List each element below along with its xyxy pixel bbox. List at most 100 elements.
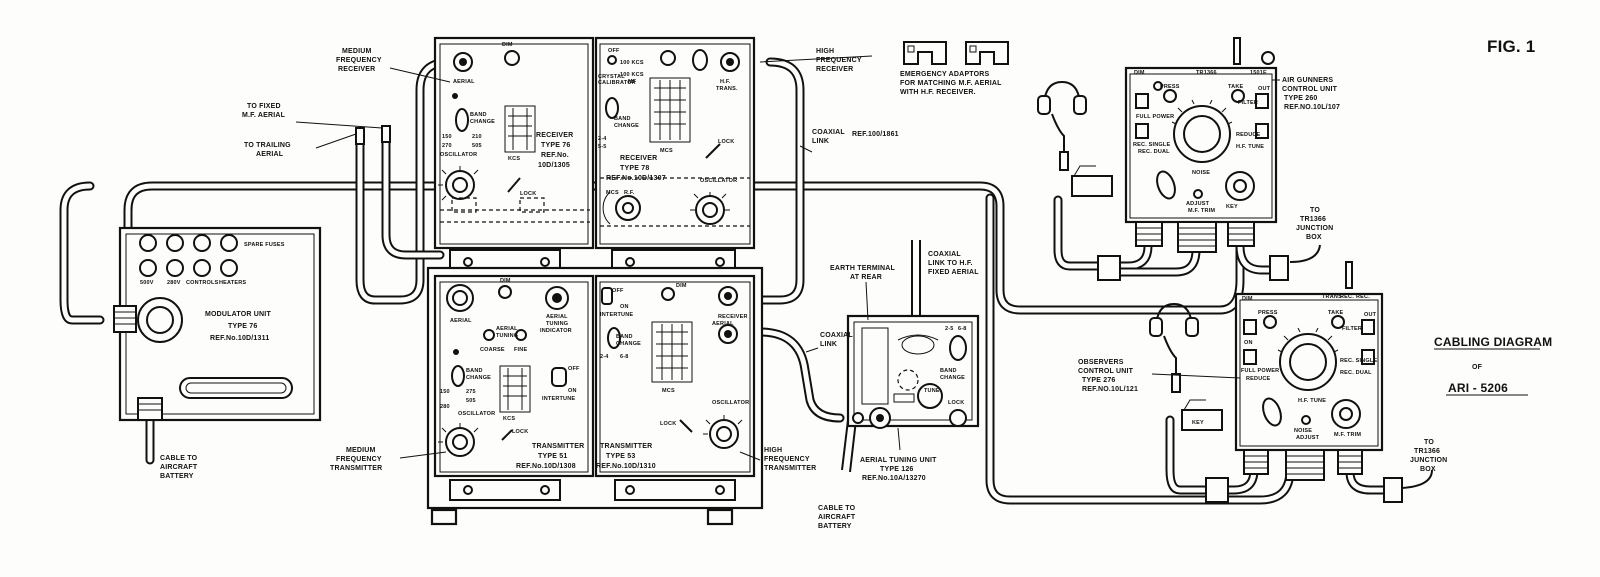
svg-text:TR1366: TR1366 (1196, 70, 1217, 76)
callout-air-gunners: AIR GUNNERS (1282, 77, 1333, 84)
dim-knob-rx78[interactable] (660, 50, 676, 66)
dim-knob[interactable] (504, 50, 520, 66)
callout-coaxial-link-hf: COAXIAL (928, 251, 961, 258)
intertune-switch-tx51[interactable] (551, 367, 567, 387)
svg-text:TYPE 76: TYPE 76 (228, 323, 257, 330)
lock-lever-tx51[interactable] (501, 429, 513, 441)
lock-lever-rx78[interactable] (705, 143, 721, 159)
svg-text:FULL POWER: FULL POWER (1241, 368, 1279, 374)
svg-text:OSCILLATOR: OSCILLATOR (458, 411, 495, 417)
svg-text:5-5: 5-5 (598, 144, 607, 150)
coarse-tuning-knob[interactable] (483, 329, 495, 341)
fuse-holders (139, 234, 238, 277)
svg-text:LOCK: LOCK (520, 191, 536, 197)
svg-text:505: 505 (466, 398, 476, 404)
svg-text:6-8: 6-8 (958, 326, 967, 332)
svg-text:2-5: 2-5 (945, 326, 954, 332)
svg-text:CHANGE: CHANGE (616, 341, 641, 347)
morse-key-top[interactable] (1071, 175, 1113, 197)
rec-single-switch-obs[interactable] (1361, 349, 1375, 365)
svg-text:BAND: BAND (466, 368, 483, 374)
filter-switch[interactable] (1255, 93, 1269, 109)
press-to-call-button-obs[interactable] (1263, 315, 1277, 329)
dim-knob-tx51[interactable] (498, 285, 512, 299)
svg-text:COARSE: COARSE (480, 347, 505, 353)
svg-text:ON: ON (1244, 340, 1253, 346)
svg-text:TYPE 126: TYPE 126 (880, 466, 914, 473)
tune-knob-atu[interactable] (917, 383, 943, 409)
band-change-switch-rx78[interactable] (605, 97, 619, 119)
svg-text:REF.No.: REF.No. (541, 152, 569, 159)
svg-text:LOCK: LOCK (512, 429, 528, 435)
svg-text:2-4: 2-4 (600, 354, 609, 360)
on-switch[interactable] (1135, 93, 1149, 109)
svg-text:H.F.: H.F. (720, 79, 731, 85)
svg-text:100 KCS: 100 KCS (620, 60, 644, 66)
svg-text:OF: OF (1472, 364, 1483, 371)
modulator-loop-cable (59, 181, 105, 325)
noise-adjust-top[interactable] (1193, 189, 1203, 199)
take-control-button-obs[interactable] (1331, 315, 1345, 329)
full-power-switch[interactable] (1135, 123, 1149, 139)
morse-key-bottom[interactable] (1181, 409, 1223, 431)
intertune-switch-tx53[interactable] (601, 287, 613, 305)
svg-text:NOISE: NOISE (1294, 428, 1312, 434)
svg-text:500V: 500V (140, 280, 154, 286)
callout-hf-transmitter: HIGH (764, 447, 782, 454)
svg-text:OUT: OUT (1258, 86, 1271, 92)
coaxial-link-top (755, 57, 805, 305)
lock-lever[interactable] (507, 177, 521, 193)
mf-tune-lever-bottom[interactable] (1260, 396, 1285, 428)
mcs-scale-window (649, 77, 691, 143)
receiver76-title: RECEIVER (536, 132, 573, 139)
svg-text:2-4: 2-4 (598, 136, 607, 142)
lock-knob-atu[interactable] (949, 409, 967, 427)
atu-window (861, 327, 889, 405)
calibrator-switch[interactable] (607, 55, 617, 65)
lock-lever-tx53[interactable] (679, 419, 693, 433)
svg-text:TUNING: TUNING (546, 321, 568, 327)
svg-text:OUT: OUT (1364, 312, 1377, 318)
band-change-knob-atu[interactable] (949, 335, 967, 361)
fine-tuning-knob[interactable] (515, 329, 527, 341)
svg-text:TRANS: TRANS (1322, 294, 1342, 300)
band-change-switch-tx53[interactable] (607, 327, 621, 349)
svg-text:AIRCRAFT: AIRCRAFT (160, 464, 198, 471)
svg-text:RECEIVER: RECEIVER (718, 314, 748, 320)
mf-tune-lever-top[interactable] (1154, 169, 1179, 201)
svg-text:NOISE: NOISE (1192, 170, 1210, 176)
svg-text:CHANGE: CHANGE (470, 119, 495, 125)
callout-aerial-tuning-unit: AERIAL TUNING UNIT (860, 457, 937, 464)
svg-text:BATTERY: BATTERY (818, 523, 852, 530)
svg-text:1501E: 1501E (1250, 70, 1267, 76)
svg-text:REF.100/1861: REF.100/1861 (852, 131, 899, 138)
svg-text:TYPE 78: TYPE 78 (620, 165, 649, 172)
svg-text:REF.No.10D/1307: REF.No.10D/1307 (606, 175, 666, 182)
svg-text:CONTROL UNIT: CONTROL UNIT (1078, 368, 1134, 375)
rec-single-switch[interactable] (1255, 123, 1269, 139)
on-switch-obs[interactable] (1243, 319, 1257, 335)
band-change-switch-tx51[interactable] (451, 365, 465, 387)
svg-text:AERIAL: AERIAL (256, 151, 284, 158)
svg-text:TAKE: TAKE (1328, 310, 1343, 316)
filter-switch-obs[interactable] (1361, 319, 1375, 335)
modulator-title: MODULATOR UNIT (205, 311, 271, 318)
press-to-call-button[interactable] (1163, 89, 1177, 103)
callout-cable-battery-left: CABLE TO (160, 455, 198, 462)
dim-knob-tx53[interactable] (661, 287, 675, 301)
take-control-button[interactable] (1231, 89, 1245, 103)
svg-text:ADJUST: ADJUST (1186, 201, 1210, 207)
svg-text:AT REAR: AT REAR (850, 274, 882, 281)
svg-text:AERIAL: AERIAL (496, 326, 518, 332)
full-power-switch-obs[interactable] (1243, 349, 1257, 365)
svg-text:REDUCE: REDUCE (1246, 376, 1271, 382)
svg-text:DIM: DIM (500, 278, 511, 284)
svg-text:INDICATOR: INDICATOR (540, 328, 572, 334)
svg-text:270: 270 (442, 143, 452, 149)
svg-text:TYPE 260: TYPE 260 (1284, 95, 1318, 102)
svg-text:REC. DUAL: REC. DUAL (1138, 149, 1170, 155)
noise-adjust-bottom[interactable] (1301, 415, 1311, 425)
band-change-switch[interactable] (455, 108, 469, 132)
svg-text:KEY: KEY (1192, 420, 1204, 426)
